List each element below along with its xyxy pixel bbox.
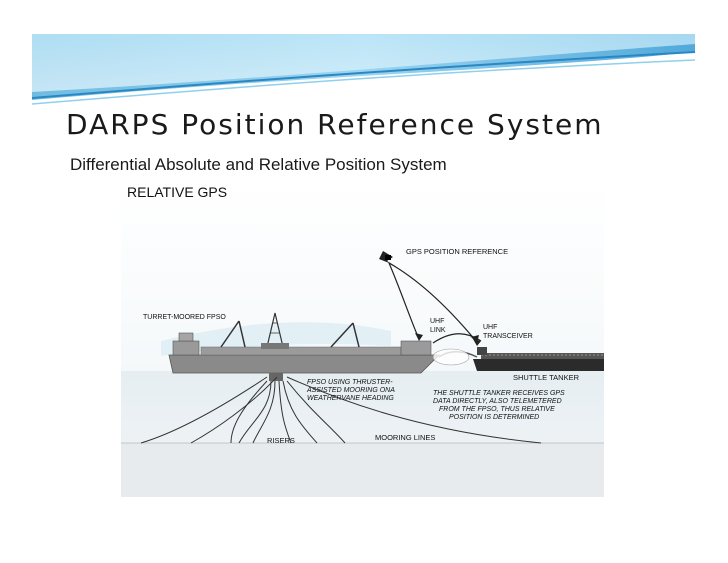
header-banner	[31, 34, 696, 105]
shuttle-tanker-label: SHUTTLE TANKER	[513, 373, 580, 382]
diagram-heading: RELATIVE GPS	[127, 184, 227, 200]
satellite-icon	[379, 251, 397, 267]
tanker-note-3: FROM THE FPSO, THUS RELATIVE	[439, 406, 555, 413]
tanker-note-1: THE SHUTTLE TANKER RECEIVES GPS	[433, 390, 565, 397]
gps-signal-lines	[388, 262, 477, 342]
seabed	[121, 443, 604, 497]
mooring-lines	[140, 376, 542, 444]
fpso-note-1: FPSO USING THRUSTER-	[307, 379, 393, 386]
mooring-lines-label: MOORING LINES	[375, 433, 435, 442]
uhf-link-label-1: UHF	[430, 318, 444, 325]
relative-gps-diagram: RELATIVE GPS GPS POSITION REFERENCE UHF …	[121, 181, 604, 497]
fpso-note-2: ASSISTED MOORING ONA	[306, 387, 395, 394]
fpso-vessel	[168, 312, 440, 381]
gps-reference-label: GPS POSITION REFERENCE	[406, 247, 508, 256]
uhf-transceiver-label-1: UHF	[483, 324, 497, 331]
risers	[230, 380, 346, 444]
uhf-transceiver-label-2: TRANSCEIVER	[483, 333, 533, 340]
slide-subtitle: Differential Absolute and Relative Posit…	[70, 155, 447, 174]
tanker-note-4: POSITION IS DETERMINED	[449, 414, 539, 421]
risers-label: RISERS	[267, 436, 295, 445]
fpso-note-3: WEATHERVANE HEADING	[307, 395, 394, 402]
slide-title: DARPS Position Reference System	[66, 108, 604, 141]
tanker-note-2: DATA DIRECTLY, ALSO TELEMETERED	[433, 398, 562, 405]
uhf-link-arrow	[432, 333, 482, 344]
turret-fpso-label: TURRET-MOORED FPSO	[143, 314, 226, 321]
shuttle-tanker	[473, 347, 604, 371]
uhf-link-label-2: LINK	[430, 327, 446, 334]
